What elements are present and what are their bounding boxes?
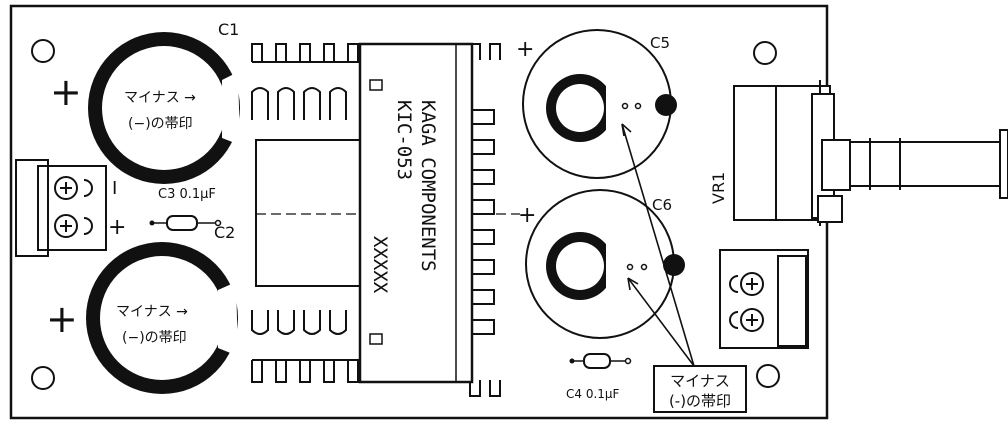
c1-label: C1 (218, 20, 239, 39)
terminal-plus-label: + (108, 215, 126, 240)
c5-label: C5 (650, 34, 670, 52)
terminal-block-right (719, 249, 809, 349)
mounting-hole-bottom-right (756, 364, 780, 388)
regulator-line2: KIC-053 (393, 100, 415, 180)
terminal-minus-label: I (112, 178, 117, 199)
capacitor-c6: + C6 (518, 189, 685, 339)
capacitor-c3: C3 0.1μF (149, 187, 222, 231)
vr1-label: VR1 (709, 172, 728, 204)
c3-label: C3 0.1μF (158, 187, 216, 202)
callout-arrows (621, 123, 695, 367)
plus-sign-c1: + (50, 70, 82, 114)
capacitor-c5: + C5 (516, 29, 677, 179)
mounting-hole-top-right (753, 41, 777, 65)
c5-plus: + (516, 37, 534, 62)
c6-label: C6 (652, 196, 672, 214)
c1-mark-line1: マイナス → (124, 90, 196, 106)
regulator-line1: KAGA COMPONENTS (417, 100, 439, 272)
c2-label: C2 (214, 223, 235, 242)
callout-line2: (-)の帯印 (669, 392, 731, 410)
c1-mark-line2: (−)の帯印 (128, 116, 193, 132)
mounting-hole-top-left (31, 39, 55, 63)
plus-sign-c2: + (46, 297, 78, 341)
c6-plus: + (518, 203, 536, 228)
c2-mark-line2: (−)の帯印 (122, 330, 187, 346)
capacitor-c4: C4 0.1μF (566, 353, 632, 401)
mounting-hole-bottom-left (31, 366, 55, 390)
c2-mark-line1: マイナス → (116, 304, 188, 320)
callout-line1: マイナス (670, 372, 730, 390)
terminal-block-left: I + (15, 159, 126, 257)
capacitor-c1: C1 マイナス → (−)の帯印 (88, 20, 240, 184)
potentiometer-vr1: VR1 (709, 80, 1008, 226)
c4-label: C4 0.1μF (566, 387, 620, 401)
regulator-line3: XXXXX (369, 236, 391, 294)
regulator-ic: KAGA COMPONENTS KIC-053 XXXXX (358, 42, 474, 384)
capacitor-c2: C2 マイナス → (−)の帯印 (86, 223, 238, 394)
callout-box: マイナス (-)の帯印 (653, 365, 747, 413)
